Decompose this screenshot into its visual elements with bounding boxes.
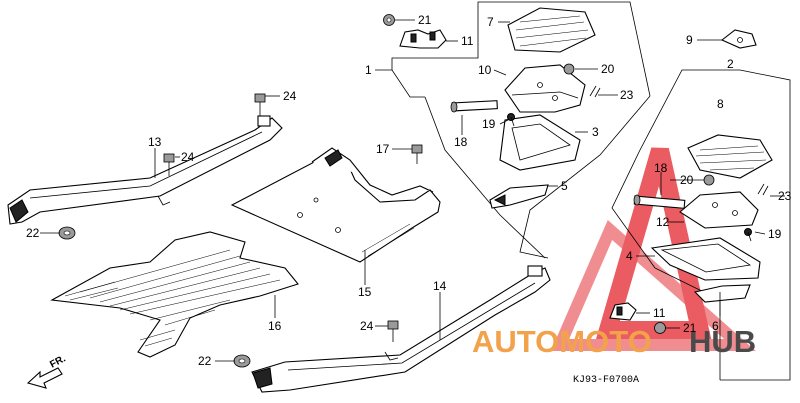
step-pad-upper [507,7,596,53]
callout-13: 13 [148,135,162,149]
cover-upper [499,114,581,171]
callout-2: 2 [727,57,734,71]
callout-3: 3 [592,125,599,139]
watermark-logo [550,147,756,351]
callout-14: 14 [433,279,447,293]
callout-22-upper: 22 [26,226,40,240]
callout-23-right: 23 [778,189,792,203]
callout-22-lower: 22 [198,354,212,368]
leader-lines [40,19,785,362]
bolt-17 [411,144,423,164]
callout-15: 15 [358,285,372,299]
bolt-24-mid [163,153,175,176]
callout-21-upper: 21 [418,13,432,27]
callout-24-lower: 24 [360,319,374,333]
watermark-text-left: AUTOMOTO [472,324,652,359]
callout-16: 16 [268,319,282,333]
screw-19-right [744,228,752,242]
callout-5: 5 [561,179,568,193]
side-rail-left [7,115,283,225]
bracket-9 [720,29,757,49]
clip-11-lower [609,302,637,321]
callout-6: 6 [712,319,719,333]
callout-17: 17 [376,142,390,156]
pin-23-right [757,183,769,196]
rod-upper [450,100,498,113]
callout-24-upper: 24 [283,89,297,103]
callout-9: 9 [686,33,693,47]
callout-11-lower: 11 [653,306,666,320]
callout-19-upper: 19 [482,117,496,131]
pin-23-upper [589,85,601,98]
grommet-22-upper [58,226,76,240]
callout-24-mid: 24 [181,150,195,164]
direction-label: FR. [48,353,68,370]
nut-20-upper [563,63,575,75]
bolt-24-lower [387,320,399,342]
lower-trim-right [693,284,751,303]
assembly-1-bracket [375,1,651,259]
callout-7: 7 [487,15,494,29]
bracket-upper [504,64,586,113]
screw-19-upper [507,113,515,127]
bolt-21-upper [383,14,395,26]
diagram-code: KJ93-F0700A [573,375,639,386]
floor-mat [50,231,299,358]
callout-18-right: 18 [654,161,668,175]
bolt-21-lower [654,322,666,334]
callout-23-upper: 23 [620,88,634,102]
callout-18-upper: 18 [454,135,468,149]
nut-20-right [703,174,715,186]
callout-20-upper: 20 [601,62,615,76]
callout-4: 4 [626,249,633,263]
clip-11-upper [399,29,447,49]
bolt-24-upper [254,93,266,116]
side-rail-right [251,265,551,393]
step-pad-right [687,134,773,179]
callout-20-right: 20 [680,173,694,187]
callout-1: 1 [365,63,372,77]
callout-10: 10 [478,63,492,77]
callout-19-right: 19 [768,227,782,241]
grommet-22-lower [233,354,251,368]
callout-12: 12 [656,215,670,229]
front-direction-arrow: FR. [26,353,68,389]
cover-lower [650,237,761,281]
lower-trim-left [489,184,549,209]
callout-8: 8 [717,97,724,111]
callout-21-lower: 21 [683,321,697,335]
floor-panel [230,147,441,263]
rod-right [633,194,686,209]
callout-11-upper: 11 [461,34,474,48]
watermark-text-right: HUB [689,324,756,359]
bracket-right [679,191,759,229]
